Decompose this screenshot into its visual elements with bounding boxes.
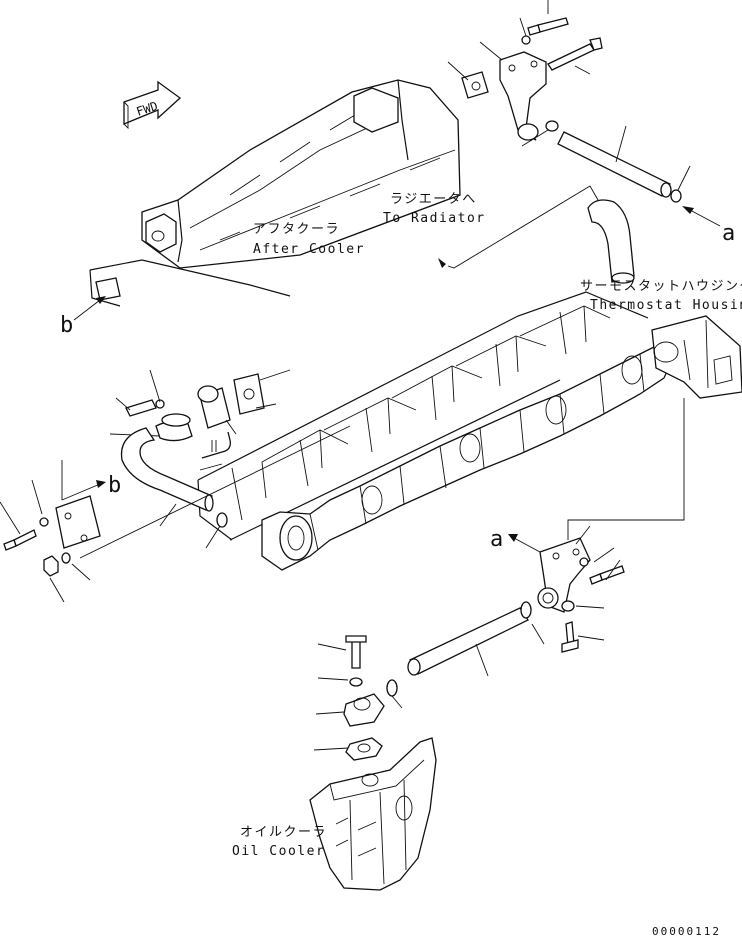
water-manifold [261,343,673,571]
ref-a-mid-letter: a [490,527,503,552]
oil-cooler: オイルクーラ Oil Cooler [232,737,437,891]
reference-a-top: a [682,206,735,246]
ref-a-top-letter: a [722,221,735,246]
u-bolt [199,431,231,471]
thermostat-housing [567,315,742,540]
left-cover-plate-assembly [0,460,101,603]
thermostat-label-ja: サーモスタットハウジング [580,279,742,294]
reference-a-mid: a [490,527,541,553]
top-pipe [557,125,691,203]
after-cooler-outlet-parts [109,369,291,442]
after-cooler-label-ja: アフタクーラ [253,222,340,237]
to-radiator-label-en: To Radiator [383,211,486,226]
radiator-hose [587,199,635,284]
to-radiator-label-ja: ラジエータへ [390,192,477,207]
ref-b-left-letter: b [60,313,73,338]
leader-line [79,425,351,559]
thermostat-label-en: Thermostat Housing [590,298,742,313]
reference-b-mid: b [61,473,121,501]
lower-bracket-assembly [537,525,625,653]
after-cooler: アフタクーラ After Cooler [89,79,461,307]
fwd-arrow-icon: FWD [123,80,182,130]
drawing-code: 00000112 [652,925,721,938]
oil-cooler-label-en: Oil Cooler [232,844,325,859]
to-radiator-callout: ラジエータへ To Radiator [383,185,599,269]
thermostat-housing-callout: サーモスタットハウジング Thermostat Housing [580,279,742,313]
fwd-label: FWD [135,99,160,119]
oil-cooler-cover-assembly [313,635,403,761]
top-bracket-assembly [447,0,603,147]
lower-pipe [407,601,545,677]
after-cooler-label-en: After Cooler [253,242,365,257]
reference-b-left: b [60,296,106,338]
ref-b-mid-letter: b [108,473,121,498]
oil-cooler-label-ja: オイルクーラ [240,825,327,840]
